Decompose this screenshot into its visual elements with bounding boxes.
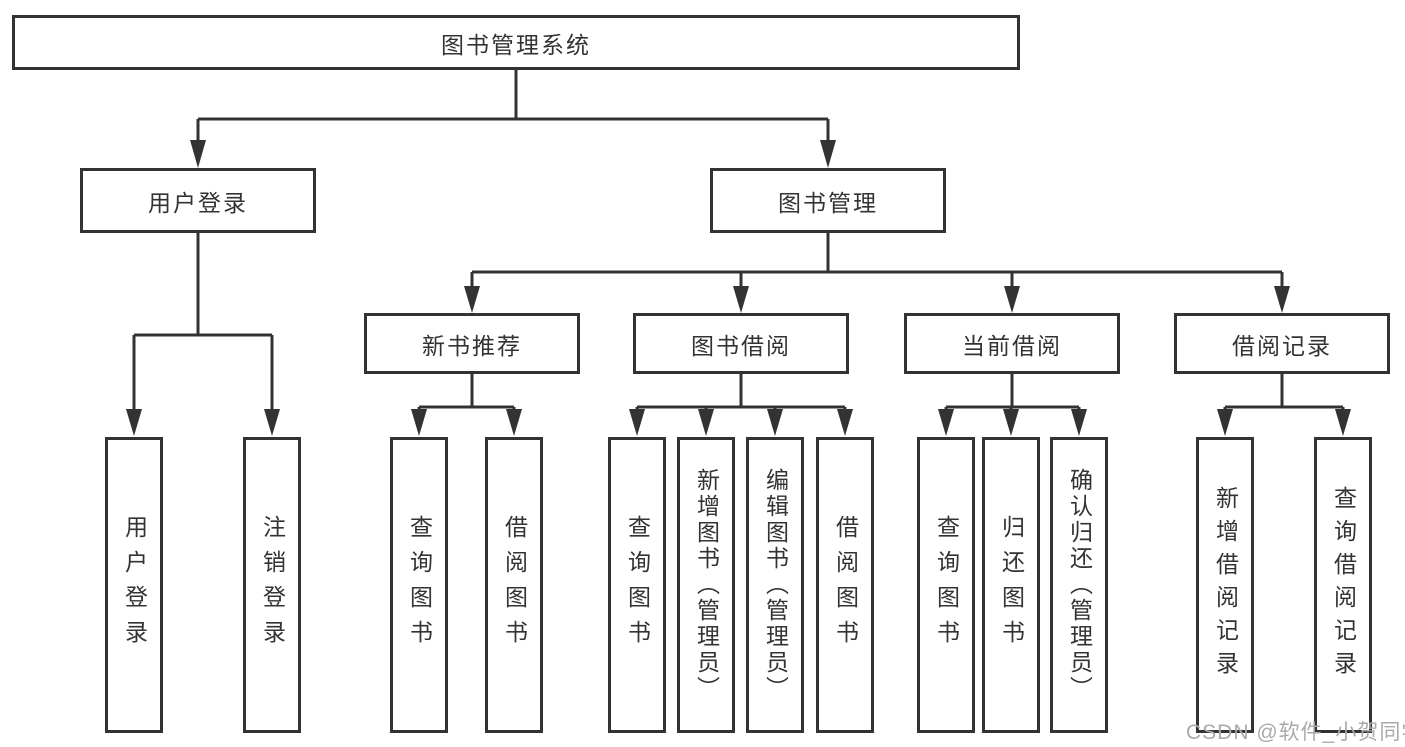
leaf-borrow-edit-books-admin-label: 编辑图书（管理员） bbox=[762, 468, 789, 702]
leaf-current-query-books: 查询图书 bbox=[917, 437, 975, 733]
node-book-management: 图书管理 bbox=[710, 168, 946, 233]
csdn-watermark: CSDN @软件_小贺同学 bbox=[1186, 721, 1405, 744]
leaf-borrow-borrow-books-label: 借阅图书 bbox=[832, 515, 859, 655]
leaf-current-return-books: 归还图书 bbox=[982, 437, 1040, 733]
leaf-current-confirm-return-admin: 确认归还（管理员） bbox=[1050, 437, 1108, 733]
leaf-borrow-borrow-books: 借阅图书 bbox=[816, 437, 874, 733]
leaf-newbooks-borrow-books-label: 借阅图书 bbox=[501, 515, 528, 655]
leaf-logout-login-label: 注销登录 bbox=[259, 515, 286, 655]
leaf-current-return-books-label: 归还图书 bbox=[998, 515, 1025, 655]
leaf-user-login: 用户登录 bbox=[105, 437, 163, 733]
leaf-records-query-record-label: 查询借阅记录 bbox=[1330, 486, 1357, 684]
leaf-borrow-query-books: 查询图书 bbox=[608, 437, 666, 733]
node-book-borrow: 图书借阅 bbox=[633, 313, 849, 374]
node-library-system: 图书管理系统 bbox=[12, 15, 1020, 70]
leaf-newbooks-borrow-books: 借阅图书 bbox=[485, 437, 543, 733]
node-borrow-records-label: 借阅记录 bbox=[1232, 332, 1332, 359]
leaf-current-confirm-return-admin-label: 确认归还（管理员） bbox=[1066, 468, 1093, 702]
leaf-newbooks-query-books-label: 查询图书 bbox=[406, 515, 433, 655]
node-borrow-records: 借阅记录 bbox=[1174, 313, 1390, 374]
node-user-login-label: 用户登录 bbox=[148, 189, 248, 216]
node-new-book-recommend: 新书推荐 bbox=[364, 313, 580, 374]
leaf-records-query-record: 查询借阅记录 bbox=[1314, 437, 1372, 733]
leaf-records-add-record: 新增借阅记录 bbox=[1196, 437, 1254, 733]
leaf-borrow-add-books-admin-label: 新增图书（管理员） bbox=[693, 468, 720, 702]
leaf-borrow-edit-books-admin: 编辑图书（管理员） bbox=[746, 437, 804, 733]
node-current-borrow-label: 当前借阅 bbox=[962, 332, 1062, 359]
leaf-newbooks-query-books: 查询图书 bbox=[390, 437, 448, 733]
node-library-system-label: 图书管理系统 bbox=[441, 31, 591, 58]
node-current-borrow: 当前借阅 bbox=[904, 313, 1120, 374]
leaf-logout-login: 注销登录 bbox=[243, 437, 301, 733]
node-new-book-recommend-label: 新书推荐 bbox=[422, 332, 522, 359]
leaf-user-login-label: 用户登录 bbox=[121, 515, 148, 655]
leaf-borrow-query-books-label: 查询图书 bbox=[624, 515, 651, 655]
node-book-borrow-label: 图书借阅 bbox=[691, 332, 791, 359]
node-user-login: 用户登录 bbox=[80, 168, 316, 233]
node-book-management-label: 图书管理 bbox=[778, 189, 878, 216]
leaf-borrow-add-books-admin: 新增图书（管理员） bbox=[677, 437, 735, 733]
leaf-records-add-record-label: 新增借阅记录 bbox=[1212, 486, 1239, 684]
leaf-current-query-books-label: 查询图书 bbox=[933, 515, 960, 655]
